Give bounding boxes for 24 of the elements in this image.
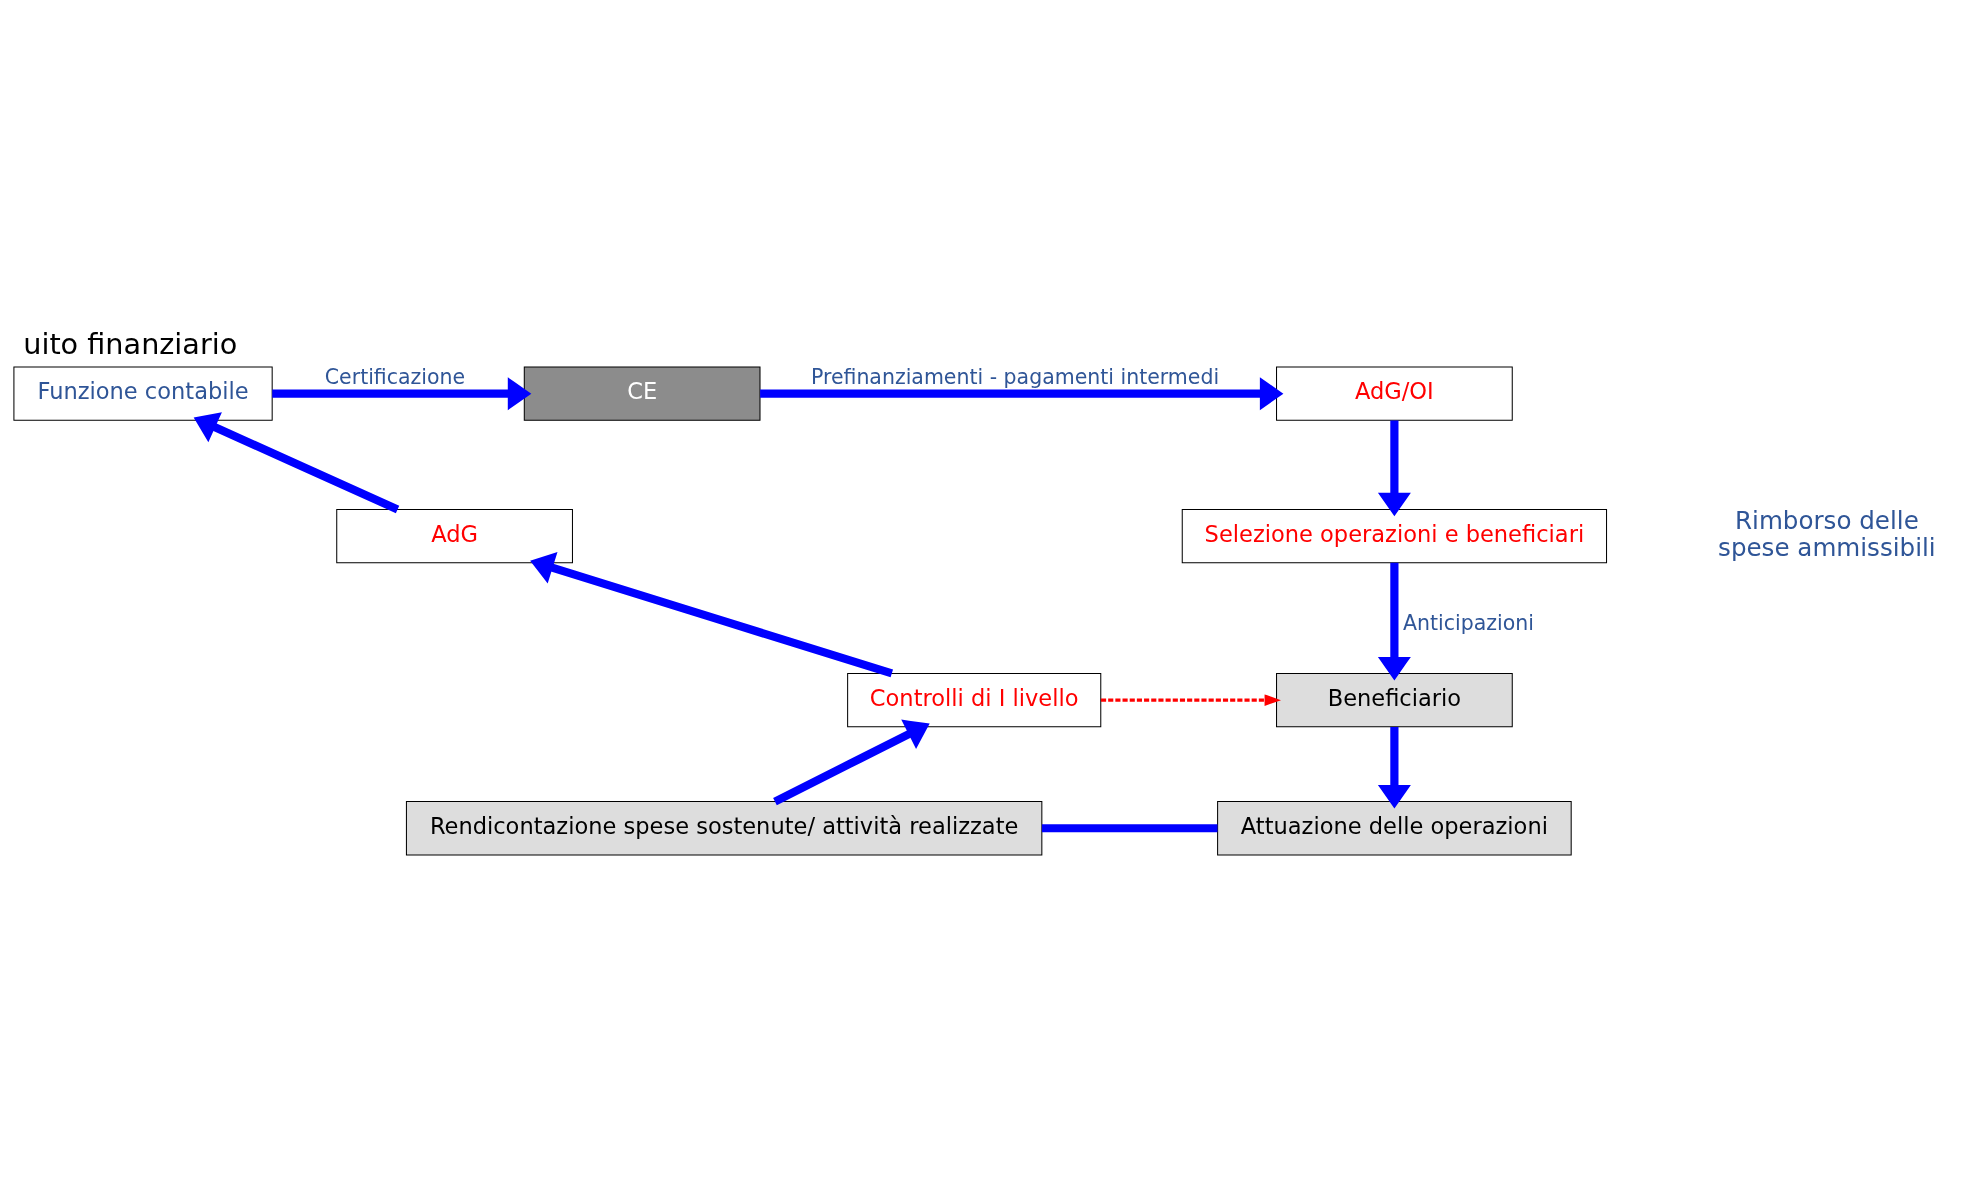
node-box: Selezione operazioni e beneficiari [1181,509,1608,564]
arrow [530,552,894,678]
node-box: Rendicontazione spese sostenute/ attività realizzate [405,801,1043,856]
arrow [1377,727,1411,809]
edge-label: Anticipazioni [1403,611,1534,636]
node-box: Funzione contabile [13,366,273,421]
connector [1041,824,1218,833]
arrow [193,412,400,514]
arrow [773,719,930,806]
node-box: Attuazione delle operazioni [1217,801,1572,856]
arrow [1377,562,1411,681]
arrow [1377,420,1411,517]
node-box: CE [523,366,761,421]
edge-label: Certificazione [324,365,466,390]
node-box: Beneficiario [1276,673,1513,728]
node-box: AdG [336,509,573,564]
arrow [272,377,532,411]
arrow [760,377,1284,411]
node-box: AdG/OI [1276,366,1513,421]
label: Rimborso delle spese ammissibili [1718,506,1936,562]
diagram-title: uito finanziario [23,327,238,362]
node-box: Controlli di I livello [847,673,1102,728]
arrow [1101,694,1281,706]
edge-label: Prefinanziamenti - pagamenti intermedi [810,365,1220,390]
